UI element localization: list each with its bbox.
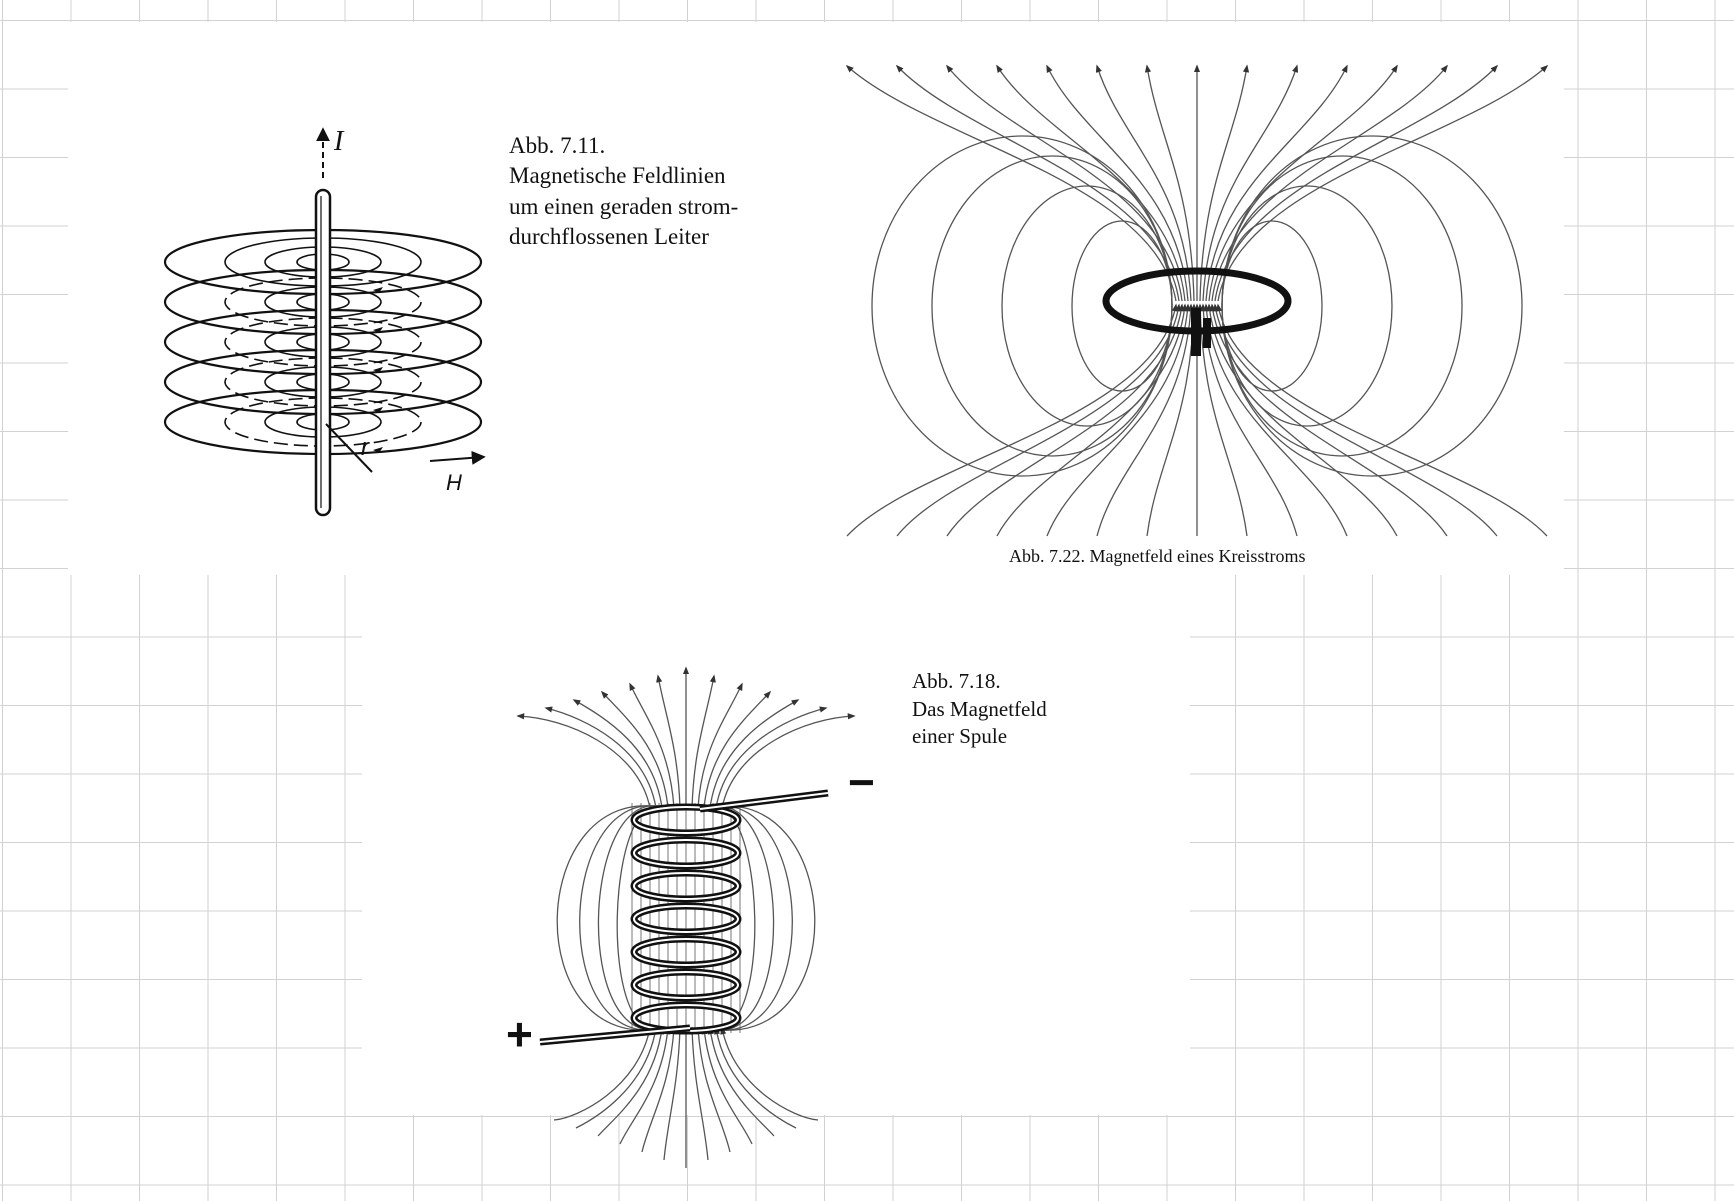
field-loop <box>579 805 667 1031</box>
field-line <box>1199 64 1250 302</box>
field-line <box>1046 303 1191 537</box>
field-loop <box>705 805 775 1031</box>
field-line <box>1208 64 1398 302</box>
field-line <box>896 303 1182 537</box>
field-lines <box>516 666 856 1168</box>
field-line <box>1212 303 1498 537</box>
caption-line: um einen geraden strom- <box>509 193 739 219</box>
field-line <box>1203 303 1348 537</box>
fig-7-22-caption: Abb. 7.22. Magnetfeld eines Kreisstroms <box>1009 546 1306 566</box>
field-line <box>721 713 856 809</box>
field-line <box>641 1026 677 1153</box>
field-line <box>996 303 1188 537</box>
field-line <box>703 690 772 809</box>
fig-7-18-caption: Abb. 7.18. Das Magnetfeld einer Spule <box>912 668 1047 751</box>
caption-line: einer Spule <box>912 724 1008 749</box>
field-line <box>1205 64 1348 302</box>
label-current-i: I <box>334 126 344 157</box>
field-lines <box>845 64 1549 537</box>
field-loop <box>705 805 793 1031</box>
label-field-h: H <box>446 470 462 495</box>
field-line <box>697 682 743 809</box>
field-line <box>1202 64 1299 302</box>
field-line <box>619 1026 671 1145</box>
field-line <box>575 1026 659 1129</box>
radius-line <box>325 423 373 473</box>
conductor-wire <box>314 188 332 517</box>
label-radius-r: r <box>361 434 369 461</box>
field-line <box>1214 64 1499 302</box>
terminal-minus: − <box>848 756 875 808</box>
field-line <box>720 1026 819 1121</box>
ring-arrow <box>373 287 383 293</box>
field-line <box>1095 64 1192 302</box>
field-line <box>572 699 663 809</box>
field-line <box>701 1026 753 1145</box>
ring-arrow <box>373 447 383 453</box>
field-line <box>689 1026 709 1161</box>
field-line <box>996 64 1186 302</box>
field-line <box>1096 303 1194 537</box>
battery-cell <box>1191 308 1201 356</box>
field-line <box>1209 303 1448 537</box>
field-line <box>1046 64 1189 302</box>
field-line <box>656 674 681 809</box>
field-line <box>707 1026 775 1137</box>
caption-line: Abb. 7.11. <box>509 133 606 158</box>
field-line <box>1217 64 1549 302</box>
fig-7-11-caption: Abb. 7.11. Magnetische Feldlinien um ein… <box>509 131 738 252</box>
field-line <box>600 690 669 809</box>
ring-arrow <box>373 367 383 373</box>
field-line <box>695 1026 731 1153</box>
field-line <box>1197 303 1248 537</box>
caption-line: Das Magnetfeld <box>912 696 1047 721</box>
field-line <box>1216 303 1548 537</box>
field-line <box>629 682 675 809</box>
field-loop <box>597 805 667 1031</box>
ring-arrow <box>373 327 383 333</box>
coil <box>630 803 742 1035</box>
h-field-arrow <box>429 450 486 465</box>
field-loop <box>556 805 667 1031</box>
field-line <box>1211 64 1448 302</box>
field-line <box>516 713 651 809</box>
field-line <box>1206 303 1398 537</box>
caption-line: Abb. 7.18. <box>912 669 1001 693</box>
field-line <box>709 699 800 809</box>
field-line <box>691 674 716 809</box>
field-line <box>713 1026 797 1129</box>
field-line <box>846 303 1178 537</box>
field-line <box>553 1026 652 1121</box>
field-line <box>544 706 657 809</box>
field-line <box>946 64 1183 302</box>
ring-arrow <box>373 407 383 413</box>
field-line <box>946 303 1185 537</box>
field-line <box>1144 64 1195 302</box>
field-line <box>715 706 828 809</box>
caption-line: durchflossenen Leiter <box>509 224 709 250</box>
field-loop <box>705 805 816 1031</box>
caption-line: Magnetische Feldlinien <box>509 163 726 189</box>
field-line <box>845 64 1177 302</box>
field-line <box>597 1026 665 1137</box>
terminal-plus: + <box>506 1008 533 1060</box>
field-line <box>663 1026 683 1161</box>
field-line <box>895 64 1180 302</box>
